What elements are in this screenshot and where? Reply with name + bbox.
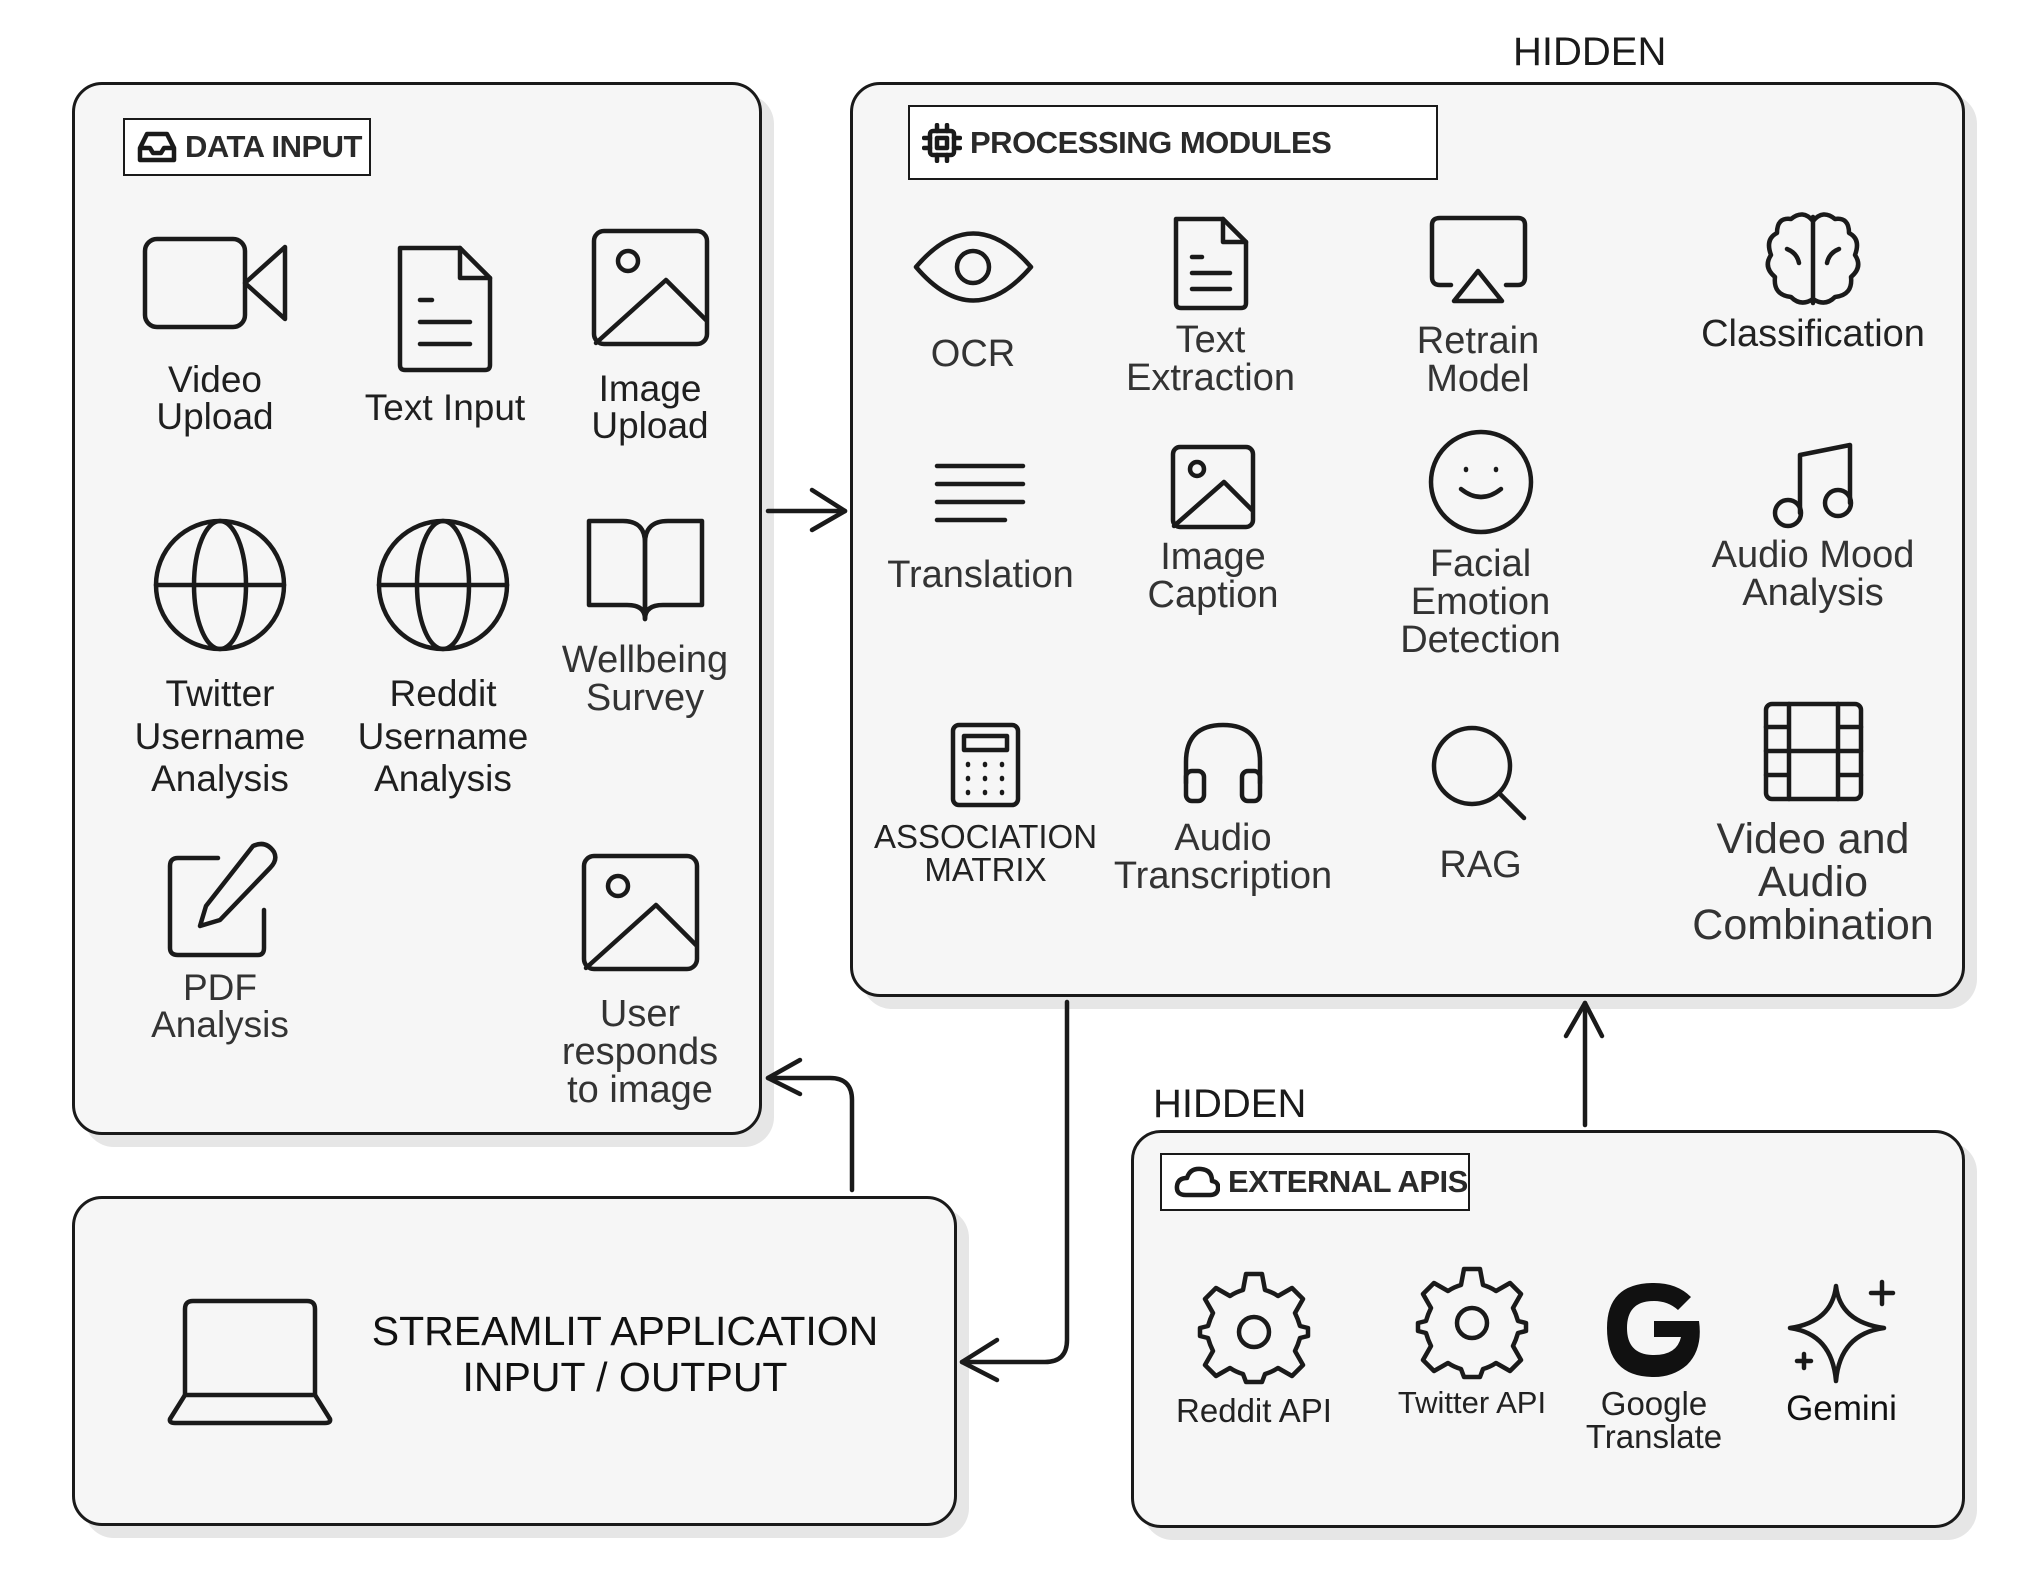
item-label: Reddit API	[1176, 1392, 1332, 1429]
item-label: Translation	[887, 554, 1074, 596]
item-facial-emotion: Facial Emotion Detection	[1388, 427, 1573, 659]
data-input-tag: DATA INPUT	[123, 118, 371, 176]
globe-icon	[153, 518, 287, 652]
item-label: Twitter Username Analysis	[134, 673, 306, 800]
document-icon	[1173, 216, 1249, 311]
data-input-title: DATA INPUT	[185, 129, 362, 164]
book-icon	[586, 518, 704, 622]
streamlit-title: STREAMLIT APPLICATION INPUT / OUTPUT	[335, 1308, 915, 1401]
hidden-label-processing: HIDDEN	[1513, 30, 1667, 74]
gear-icon	[1197, 1271, 1311, 1385]
item-video-upload: Video Upload	[135, 233, 295, 435]
streamlit-panel: STREAMLIT APPLICATION INPUT / OUTPUT	[72, 1196, 957, 1526]
item-audio-mood: Audio Mood Analysis	[1673, 437, 1953, 612]
item-twitter-api: Twitter API	[1372, 1263, 1572, 1418]
item-classification: Classification	[1673, 209, 1953, 353]
item-label: ASSOCIATION MATRIX	[873, 818, 1098, 888]
music-icon	[1772, 442, 1854, 529]
sparkle-icon	[1787, 1279, 1896, 1384]
item-label: OCR	[930, 333, 1016, 375]
item-image-upload: Image Upload	[570, 225, 730, 444]
item-twitter-username: Twitter Username Analysis	[120, 515, 320, 801]
item-label: Twitter API	[1397, 1385, 1547, 1420]
item-label: Video and Audio Combination	[1692, 815, 1934, 949]
item-user-responds-image: User responds to image	[540, 850, 740, 1109]
text-lines-icon	[934, 463, 1025, 523]
item-label: Image Caption	[1147, 536, 1279, 616]
calculator-icon	[950, 722, 1021, 808]
item-label: Image Upload	[591, 368, 709, 446]
image-icon	[581, 853, 699, 972]
smile-icon	[1428, 429, 1533, 535]
external-apis-panel: EXTERNAL APIS Reddit API Twitter API Goo…	[1131, 1130, 1965, 1528]
item-label: Text Input	[364, 387, 526, 428]
laptop-icon	[167, 1298, 333, 1426]
document-icon	[397, 245, 493, 373]
image-icon	[1170, 444, 1256, 530]
item-gemini: Gemini	[1759, 1276, 1924, 1426]
search-icon	[1431, 725, 1527, 821]
processing-title: PROCESSING MODULES	[970, 124, 1332, 160]
item-label: User responds to image	[561, 993, 719, 1111]
processing-modules-panel: PROCESSING MODULES OCR Text Extraction R…	[850, 82, 1965, 997]
streamlit-line2: INPUT / OUTPUT	[462, 1353, 788, 1400]
item-google-translate: Google Translate	[1574, 1273, 1734, 1453]
item-text-extraction: Text Extraction	[1108, 213, 1313, 397]
item-rag: RAG	[1388, 722, 1573, 884]
arrow-external-to-processing	[1563, 1000, 1605, 1128]
cloud-icon	[1174, 1166, 1220, 1198]
streamlit-line1: STREAMLIT APPLICATION	[371, 1308, 879, 1354]
item-label: Audio Transcription	[1113, 817, 1333, 897]
arrow-streamlit-to-input	[765, 1057, 855, 1193]
item-label: Gemini	[1786, 1389, 1897, 1428]
item-pdf-analysis: PDF Analysis	[130, 838, 310, 1043]
video-icon	[142, 236, 288, 330]
google-icon	[1607, 1283, 1700, 1377]
item-label: RAG	[1439, 844, 1522, 886]
headphones-icon	[1183, 722, 1263, 804]
data-input-panel: DATA INPUT Video Upload Text Input Image…	[72, 82, 762, 1135]
item-ocr: OCR	[873, 220, 1073, 373]
item-association-matrix: ASSOCIATION MATRIX	[873, 720, 1098, 886]
item-label: Retrain Model	[1416, 320, 1540, 400]
processing-modules-tag: PROCESSING MODULES	[908, 105, 1438, 180]
hidden-label-external: HIDDEN	[1153, 1082, 1307, 1126]
airplay-icon	[1429, 215, 1527, 304]
gear-icon	[1415, 1266, 1529, 1380]
item-label: PDF Analysis	[151, 967, 289, 1045]
external-title: EXTERNAL APIS	[1228, 1164, 1468, 1199]
item-label: Text Extraction	[1126, 319, 1295, 399]
item-label: Facial Emotion Detection	[1400, 543, 1561, 661]
edit-icon	[167, 841, 278, 958]
item-label: Google Translate	[1585, 1385, 1723, 1455]
arrow-input-to-processing	[765, 487, 848, 533]
item-wellbeing-survey: Wellbeing Survey	[545, 515, 745, 717]
item-audio-transcription: Audio Transcription	[1103, 717, 1343, 895]
item-reddit-username: Reddit Username Analysis	[343, 515, 543, 801]
eye-icon	[913, 231, 1033, 303]
arrow-processing-to-streamlit	[959, 999, 1070, 1383]
item-reddit-api: Reddit API	[1154, 1268, 1354, 1427]
item-retrain-model: Retrain Model	[1388, 213, 1568, 398]
brain-icon	[1765, 212, 1861, 306]
item-video-audio-combination: Video and Audio Combination	[1673, 699, 1953, 947]
item-label: Video Upload	[156, 359, 274, 437]
globe-icon	[376, 518, 510, 652]
item-label: Wellbeing Survey	[561, 639, 729, 719]
inbox-icon	[137, 131, 177, 163]
item-label: Classification	[1701, 313, 1925, 355]
item-label: Audio Mood Analysis	[1711, 534, 1915, 614]
item-label: Reddit Username Analysis	[357, 673, 529, 800]
item-text-input: Text Input	[340, 240, 550, 426]
film-icon	[1763, 701, 1863, 802]
item-translation: Translation	[873, 460, 1088, 594]
image-icon	[591, 228, 709, 347]
item-image-caption: Image Caption	[1123, 442, 1303, 614]
external-apis-tag: EXTERNAL APIS	[1160, 1153, 1470, 1211]
chip-icon	[922, 122, 962, 163]
